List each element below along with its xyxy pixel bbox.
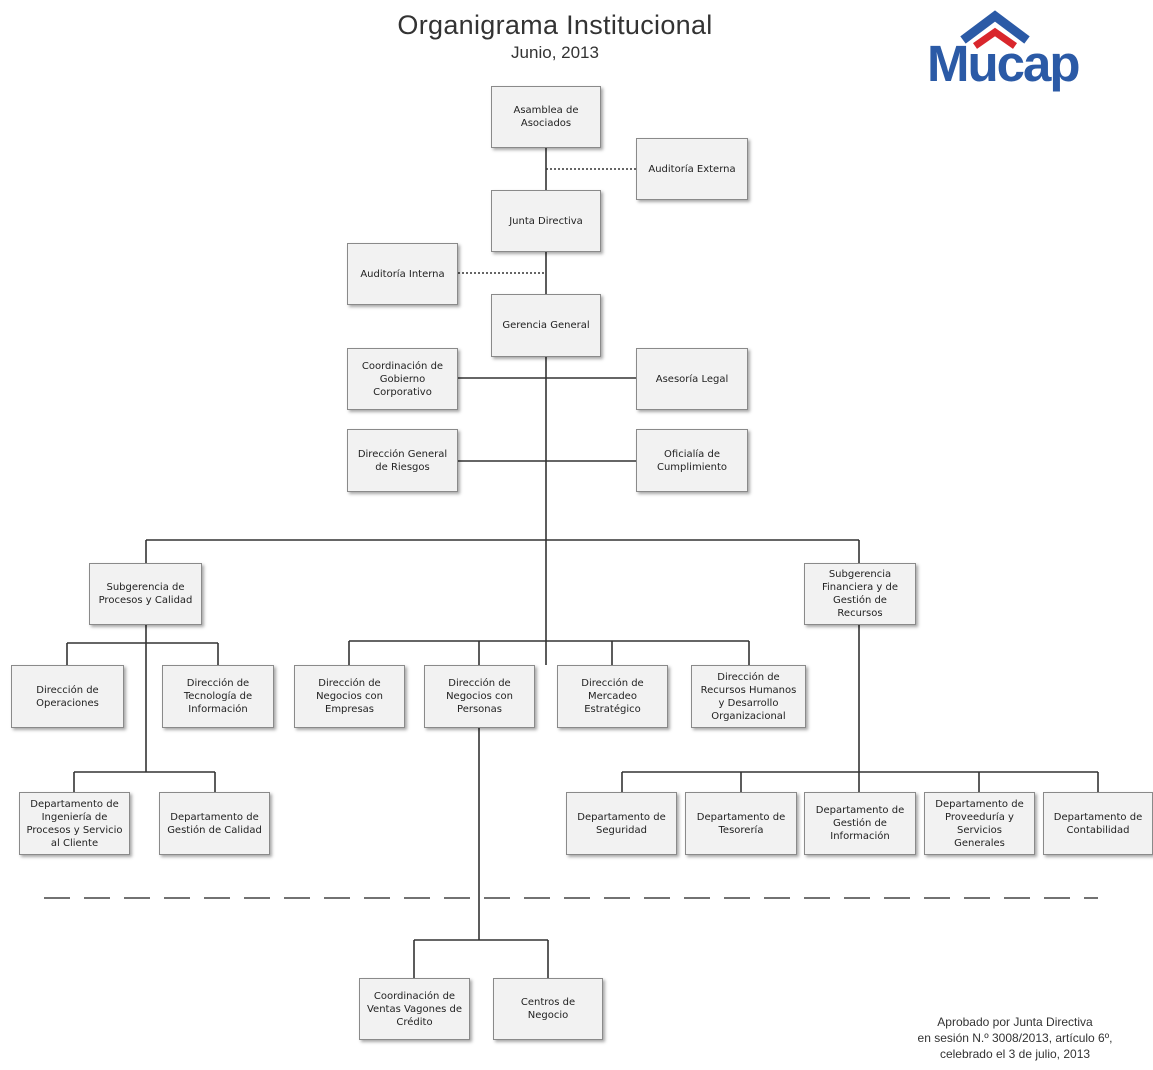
node-departamento-tesoreria: Departamento de Tesorería	[685, 792, 797, 855]
node-auditoria-interna: Auditoría Interna	[347, 243, 458, 305]
approval-note: Aprobado por Junta Directiva en sesión N…	[900, 1014, 1130, 1062]
node-direccion-rrhh: Dirección de Recursos Humanos y Desarrol…	[691, 665, 806, 728]
mucap-logo-roof-icon	[960, 10, 1030, 49]
node-direccion-negocios-personas: Dirección de Negocios con Personas	[424, 665, 535, 728]
node-subgerencia-procesos: Subgerencia de Procesos y Calidad	[89, 563, 202, 625]
node-direccion-operaciones: Dirección de Operaciones	[11, 665, 124, 728]
node-subgerencia-financiera: Subgerencia Financiera y de Gestión de R…	[804, 563, 916, 625]
node-departamento-gestion-informacion: Departamento de Gestión de Información	[804, 792, 916, 855]
node-direccion-negocios-empresas: Dirección de Negocios con Empresas	[294, 665, 405, 728]
node-direccion-mercadeo: Dirección de Mercadeo Estratégico	[557, 665, 668, 728]
node-oficialia-cumplimiento: Oficialía de Cumplimiento	[636, 429, 748, 492]
node-asesoria-legal: Asesoría Legal	[636, 348, 748, 410]
approval-line-3: celebrado el 3 de julio, 2013	[939, 1047, 1091, 1061]
node-departamento-calidad: Departamento de Gestión de Calidad	[159, 792, 270, 855]
node-asamblea: Asamblea de Asociados	[491, 86, 601, 148]
node-departamento-seguridad: Departamento de Seguridad	[566, 792, 677, 855]
node-direccion-tecnologia: Dirección de Tecnología de Información	[162, 665, 274, 728]
node-departamento-ingenieria: Departamento de Ingeniería de Procesos y…	[19, 792, 130, 855]
node-junta-directiva: Junta Directiva	[491, 190, 601, 252]
page-title: Organigrama Institucional	[397, 10, 713, 40]
node-direccion-riesgos: Dirección General de Riesgos	[347, 429, 458, 492]
node-coordinacion-gobierno: Coordinación de Gobierno Corporativo	[347, 348, 458, 410]
node-coordinacion-ventas: Coordinación de Ventas Vagones de Crédit…	[359, 978, 470, 1040]
approval-line-2: en sesión N.º 3008/2013, artículo 6º,	[917, 1031, 1113, 1045]
node-centros-negocio: Centros de Negocio	[493, 978, 603, 1040]
node-departamento-proveeduria: Departamento de Proveeduría y Servicios …	[924, 792, 1035, 855]
node-auditoria-externa: Auditoría Externa	[636, 138, 748, 200]
mucap-logo: Mucap	[927, 35, 1081, 92]
approval-line-1: Aprobado por Junta Directiva	[937, 1015, 1093, 1029]
node-departamento-contabilidad: Departamento de Contabilidad	[1043, 792, 1153, 855]
page-date: Junio, 2013	[511, 43, 599, 62]
node-gerencia-general: Gerencia General	[491, 294, 601, 357]
